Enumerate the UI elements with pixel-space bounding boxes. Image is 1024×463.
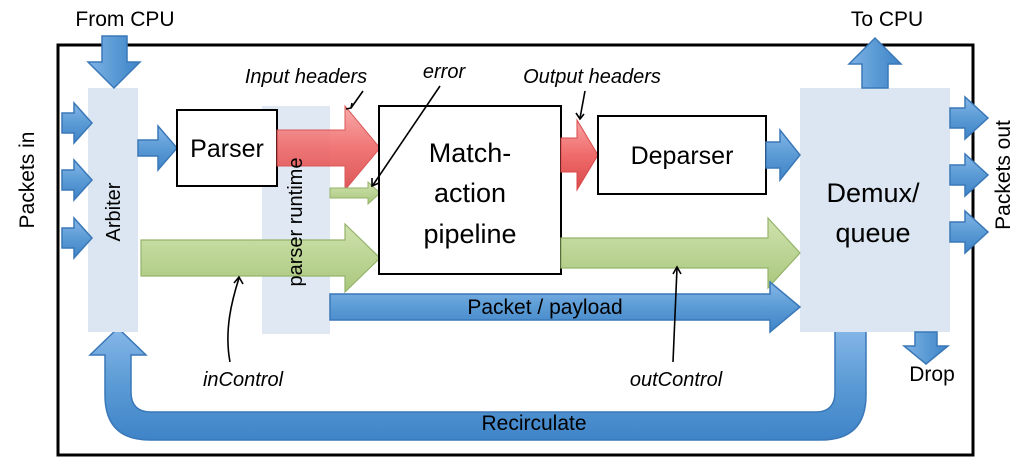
to-cpu-label: To CPU (851, 8, 923, 31)
in-control-leader (227, 277, 240, 363)
packets-in-arrow-1 (61, 101, 94, 145)
input-headers-leader-head (345, 102, 353, 110)
switch-boundary (56, 43, 975, 457)
deparser-label: Deparser (631, 142, 734, 170)
in-control-label: inControl (203, 369, 284, 391)
packets-in-arrows (61, 101, 94, 260)
recirculate-arrow (88, 326, 867, 441)
drop-arrow (901, 331, 951, 365)
from-cpu-label: From CPU (75, 8, 174, 31)
packets-out-arrows (949, 95, 990, 255)
to-cpu-arrow (847, 36, 903, 89)
packets-out-arrow-2 (949, 152, 990, 198)
packets-out-label: Packets out (992, 120, 1015, 230)
error-label: error (423, 61, 467, 83)
output-headers-leader (579, 90, 586, 119)
arbiter-label: Arbiter (103, 182, 125, 241)
recirculate-label: Recirculate (481, 412, 586, 435)
packets-out-arrow-1 (949, 95, 990, 141)
deparser-to-demux-arrow (765, 127, 801, 183)
out-control-leader-head (672, 265, 682, 275)
error-leader-head (371, 178, 380, 188)
match-label-line2: action (434, 178, 506, 208)
error-leader (372, 85, 441, 186)
demux-label-line2: queue (835, 218, 910, 248)
packets-in-label: Packets in (16, 132, 39, 229)
drop-label: Drop (909, 363, 955, 386)
input-headers-arrow (276, 104, 381, 192)
in-control-arrow (140, 222, 381, 294)
parser-label: Parser (190, 135, 264, 163)
packet-payload-arrow (329, 280, 802, 334)
out-control-arrow (560, 216, 801, 290)
demux-label-line1: Demux/ (826, 178, 920, 208)
match-action-pipeline-box (378, 105, 562, 275)
match-label-line3: pipeline (423, 219, 516, 249)
input-headers-leader (350, 90, 364, 109)
out-control-label: outControl (630, 369, 723, 391)
parser-box (176, 109, 278, 187)
output-headers-leader-head (575, 112, 585, 121)
in-control-leader-head (233, 275, 244, 285)
from-cpu-arrow (86, 35, 142, 90)
output-headers-arrow (560, 118, 599, 192)
packets-in-arrow-2 (61, 158, 94, 202)
input-headers-label: Input headers (245, 66, 367, 88)
output-headers-label: Output headers (523, 66, 661, 88)
parser-runtime-label: parser runtime (285, 158, 307, 287)
leader-lines (227, 85, 682, 363)
out-control-leader (672, 267, 678, 363)
arbiter-panel (88, 88, 138, 332)
error-signal-arrow (329, 180, 381, 206)
packets-in-arrow-3 (61, 216, 94, 260)
match-label-line1: Match- (429, 138, 512, 168)
arbiter-to-parser-arrow (137, 123, 178, 173)
packet-payload-label: Packet / payload (467, 296, 622, 319)
packets-out-arrow-3 (949, 209, 990, 255)
demux-queue-panel (800, 88, 950, 332)
